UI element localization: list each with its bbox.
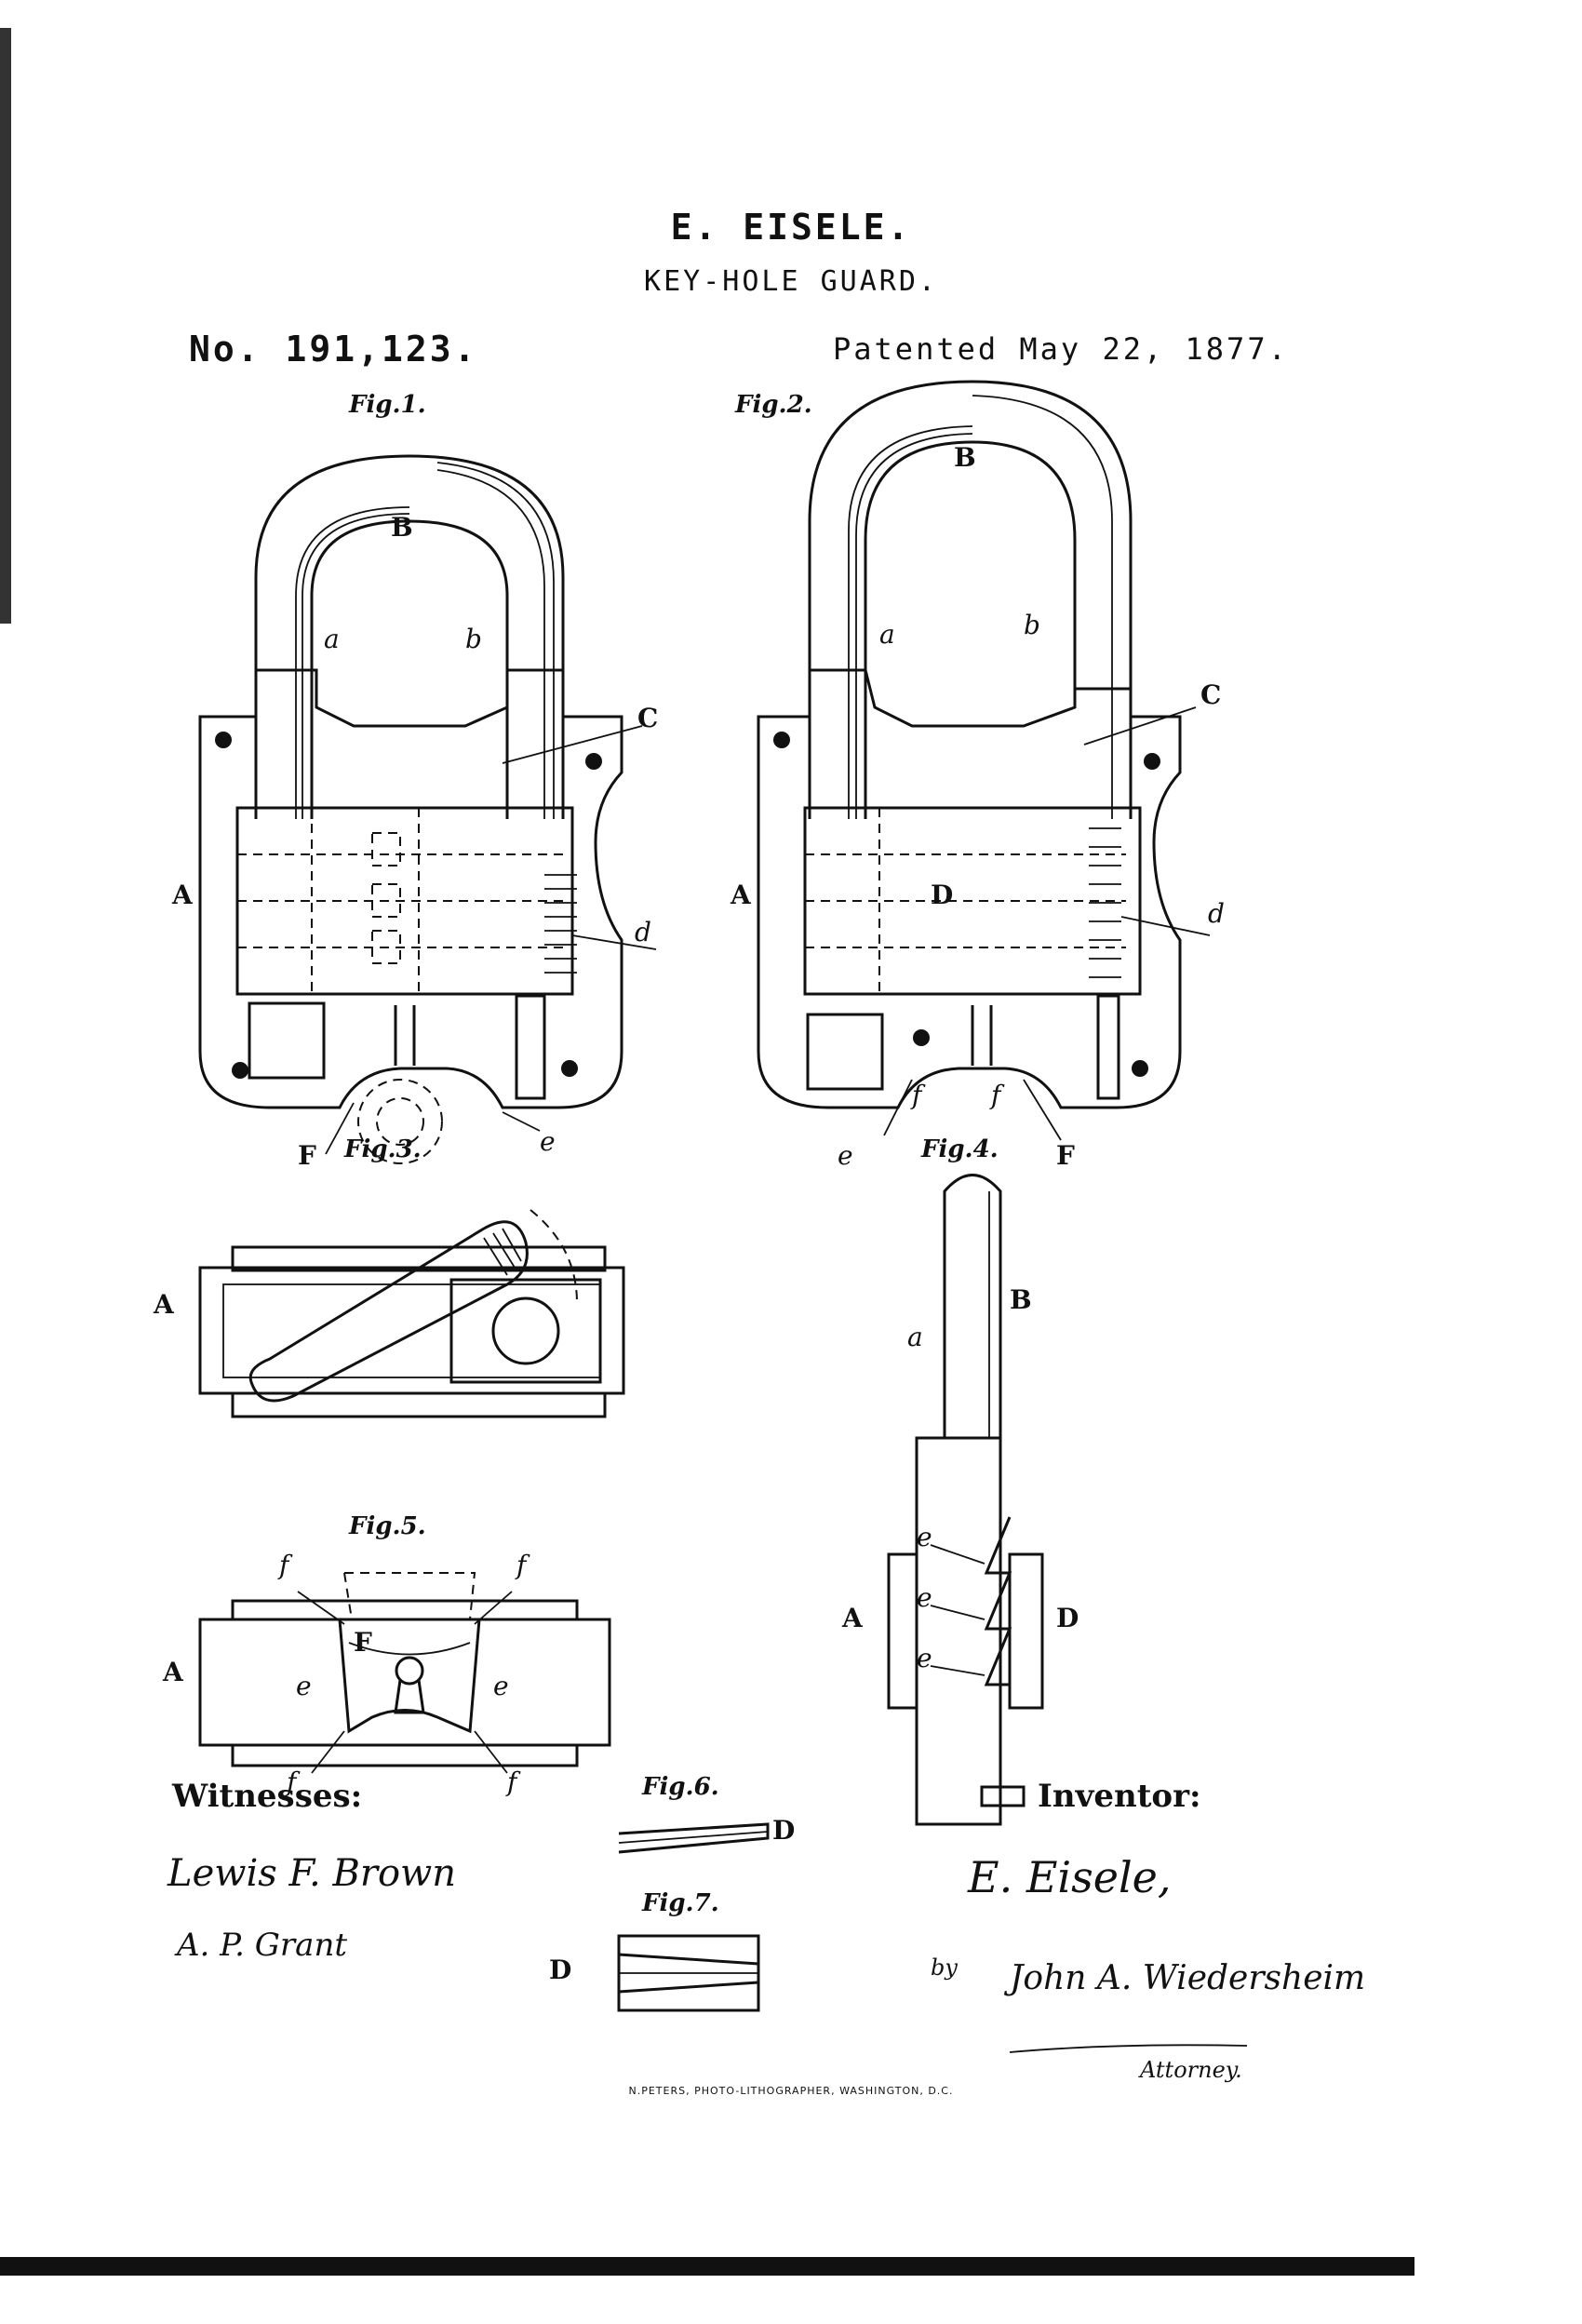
- inventor-name-heading: E. EISELE.: [670, 207, 912, 248]
- attorney-signature-flourish: [1009, 2044, 1248, 2053]
- fig5-drawing: [198, 1572, 611, 1774]
- ref-letter-a: a: [324, 624, 340, 654]
- witness-2-signature: A. P. Grant: [177, 1927, 348, 1964]
- fig6-label: Fig.6.: [642, 1773, 719, 1801]
- fig1-drawing: [198, 454, 657, 1164]
- ref-letter-f: f: [912, 1080, 922, 1110]
- ref-letter-C: C: [637, 703, 659, 733]
- ref-letter-f: f: [516, 1550, 527, 1580]
- fig2-label: Fig.2.: [735, 391, 812, 419]
- ref-letter-B: B: [391, 512, 413, 543]
- ref-letter-e: e: [838, 1140, 853, 1171]
- ref-letter-D: D: [772, 1815, 796, 1846]
- ref-letter-A: A: [172, 880, 193, 910]
- attorney-label: Attorney.: [1140, 2057, 1242, 2083]
- fig2-drawing: [757, 380, 1211, 1141]
- ref-letter-F: F: [354, 1627, 372, 1658]
- fig5-label: Fig.5.: [349, 1512, 426, 1540]
- ref-letter-F: F: [298, 1140, 316, 1171]
- witness-1-signature: Lewis F. Brown: [168, 1852, 457, 1895]
- ref-letter-e: e: [917, 1582, 932, 1613]
- ref-letter-D: D: [1056, 1603, 1079, 1633]
- ref-letter-A: A: [163, 1657, 183, 1687]
- attorney-signature: John A. Wiedersheim: [1010, 1959, 1366, 1997]
- by-label: by: [931, 1955, 958, 1981]
- ref-letter-e: e: [917, 1522, 932, 1552]
- ref-letter-e: e: [917, 1643, 932, 1673]
- ref-letter-e: e: [493, 1671, 509, 1701]
- fig6-drawing: [618, 1822, 770, 1854]
- inventor-label: Inventor:: [1038, 1778, 1201, 1815]
- patent-title: KEY-HOLE GUARD.: [644, 265, 938, 298]
- ref-letter-a: a: [879, 619, 895, 650]
- fig3-drawing: [198, 1209, 625, 1418]
- ref-letter-A: A: [842, 1603, 863, 1633]
- ref-letter-D: D: [931, 880, 954, 910]
- fig7-label: Fig.7.: [642, 1889, 719, 1917]
- ref-letter-B: B: [1010, 1284, 1032, 1315]
- fig7-drawing: [617, 1934, 760, 2012]
- ref-letter-b: b: [465, 624, 482, 654]
- ref-letter-A: A: [731, 880, 751, 910]
- fig4-drawing: [887, 1174, 1044, 1826]
- fig3-label: Fig.3.: [344, 1135, 422, 1163]
- ref-letter-b: b: [1024, 610, 1040, 640]
- ref-letter-e: e: [296, 1671, 312, 1701]
- ref-letter-F: F: [1056, 1140, 1075, 1171]
- scan-bottom-edge: [0, 2257, 1414, 2276]
- ref-letter-a: a: [907, 1322, 923, 1352]
- ref-letter-f: f: [287, 1767, 297, 1797]
- ref-letter-D: D: [549, 1955, 572, 1985]
- ref-letter-f: f: [507, 1767, 517, 1797]
- ref-letter-f: f: [991, 1080, 1001, 1110]
- scan-edge: [0, 28, 11, 624]
- ref-letter-f: f: [279, 1550, 289, 1580]
- ref-letter-B: B: [954, 442, 976, 473]
- ref-letter-C: C: [1200, 679, 1222, 710]
- fig4-label: Fig.4.: [921, 1135, 999, 1163]
- fig1-label: Fig.1.: [349, 391, 426, 419]
- patent-number: No. 191,123.: [189, 329, 478, 369]
- ref-letter-d: d: [1208, 898, 1225, 929]
- lithographer-credit: N.PETERS, PHOTO-LITHOGRAPHER, WASHINGTON…: [628, 2085, 954, 2097]
- ref-letter-A: A: [154, 1289, 174, 1320]
- inventor-signature: E. Eisele,: [968, 1852, 1172, 1902]
- ref-letter-d: d: [635, 917, 651, 947]
- witnesses-label: Witnesses:: [172, 1778, 363, 1815]
- patent-date: Patented May 22, 1877.: [833, 331, 1289, 367]
- ref-letter-e: e: [540, 1126, 556, 1157]
